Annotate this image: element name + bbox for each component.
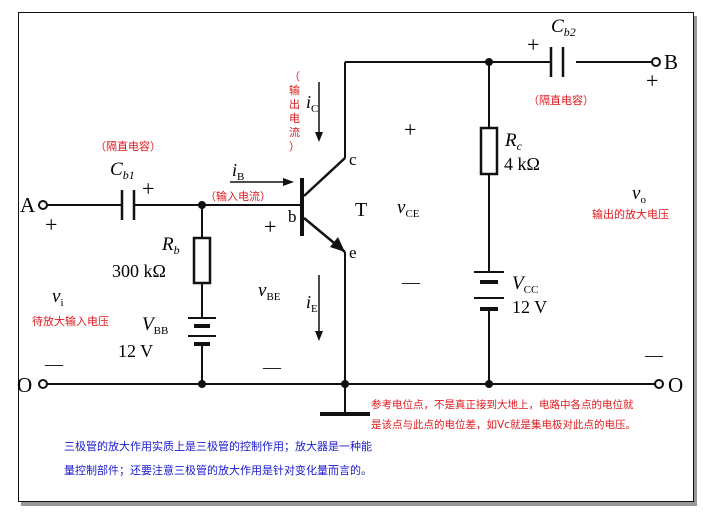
terminal-o-right-circle [654, 379, 664, 389]
pin-c-label: c [349, 150, 357, 169]
junction-collector [485, 58, 493, 66]
transistor-t [300, 157, 346, 253]
circuit-wires [47, 61, 655, 414]
ib-label: iB [232, 160, 244, 183]
capacitor-cb2 [549, 47, 565, 77]
svg-text:出: 出 [289, 97, 300, 111]
ib-arrowhead [283, 178, 294, 186]
minus-vce: — [401, 272, 421, 292]
minus-input: — [44, 354, 64, 374]
minus-marks: — — — — [44, 272, 664, 377]
junction-ground-right [485, 380, 493, 388]
rb-value: 300 kΩ [112, 261, 166, 281]
svg-text:（: （ [289, 70, 300, 83]
rb-label: Rb [161, 234, 180, 257]
polarity-marks: + + + + + + [45, 32, 658, 239]
annotation-blocking-capacitor-right: （隔直电容） [528, 93, 594, 107]
vcc-value: 12 V [512, 297, 547, 317]
terminal-b-circle [651, 57, 661, 67]
svg-text:）: ） [289, 140, 300, 153]
plus-cb2: + [527, 32, 539, 57]
plus-vce: + [404, 117, 416, 142]
current-arrows [230, 82, 320, 335]
plus-base: + [264, 214, 276, 239]
svg-text:电: 电 [289, 112, 300, 125]
pin-b-label: b [288, 207, 297, 226]
ic-label: iC [306, 92, 318, 115]
battery-vbb [188, 317, 216, 346]
resistor-rb [192, 236, 212, 285]
annotation-reference-line1: 参考电位点，不是真正接到大地上，电路中各点的电位就 [371, 398, 634, 411]
annotation-blocking-capacitor-left: （隔直电容） [95, 139, 161, 153]
summary-line1: 三极管的放大作用实质上是三极管的控制作用；放大器是一种能 [64, 439, 372, 453]
junction-ground-mid [341, 380, 349, 388]
svg-text:输: 输 [289, 83, 300, 97]
vbb-value: 12 V [118, 341, 153, 361]
terminal-a-circle [38, 200, 48, 210]
vbe-label: vBE [258, 280, 281, 303]
vo-label: vo [632, 183, 646, 206]
vce-label: vCE [397, 197, 420, 220]
plus-input: + [45, 212, 57, 237]
annotation-output-voltage: 输出的放大电压 [592, 207, 669, 221]
vi-label: vi [52, 286, 64, 309]
capacitor-cb1 [120, 190, 136, 220]
terminal-b-label: B [664, 50, 678, 74]
terminal-o-left-circle [38, 379, 48, 389]
diagram-frame [18, 12, 694, 502]
terminal-o-right-label: O [668, 373, 683, 397]
rc-label: Rc [504, 130, 523, 153]
cb2-label: Cb2 [551, 16, 576, 39]
terminal-a-label: A [20, 193, 36, 217]
junction-dots [198, 58, 493, 388]
junction-base [198, 201, 206, 209]
rc-value: 4 kΩ [504, 154, 540, 174]
plus-output: + [646, 68, 658, 93]
annotation-output-current: （ 输 出 电 流 ） [289, 70, 300, 153]
annotation-input-voltage: 待放大输入电压 [32, 314, 109, 328]
plus-cb1: + [142, 176, 154, 201]
vbb-label: VBB [142, 314, 168, 337]
emitter-arrow [330, 237, 345, 252]
battery-vcc [474, 271, 504, 311]
junction-ground-left [198, 380, 206, 388]
vcc-label: VCC [512, 273, 538, 296]
annotation-reference-line2: 是该点与此点的电位差，如Vc就是集电极对此点的电压。 [371, 418, 636, 431]
terminals [38, 57, 664, 389]
transistor-label: T [355, 199, 367, 221]
pin-e-label: e [349, 243, 357, 262]
minus-output: — [644, 345, 664, 365]
cb1-label: Cb1 [110, 159, 135, 182]
terminal-o-left-label: O [17, 373, 32, 397]
resistor-rc [479, 126, 499, 176]
annotation-input-current: （输入电流） [205, 189, 271, 203]
minus-base: — [262, 357, 282, 377]
ic-arrowhead [315, 132, 323, 142]
svg-text:流: 流 [289, 125, 300, 139]
ie-arrowhead [315, 331, 323, 341]
summary-line2: 量控制部件；还要注意三极管的放大作用是针对变化量而言的。 [64, 463, 372, 477]
ie-label: iE [306, 292, 318, 315]
